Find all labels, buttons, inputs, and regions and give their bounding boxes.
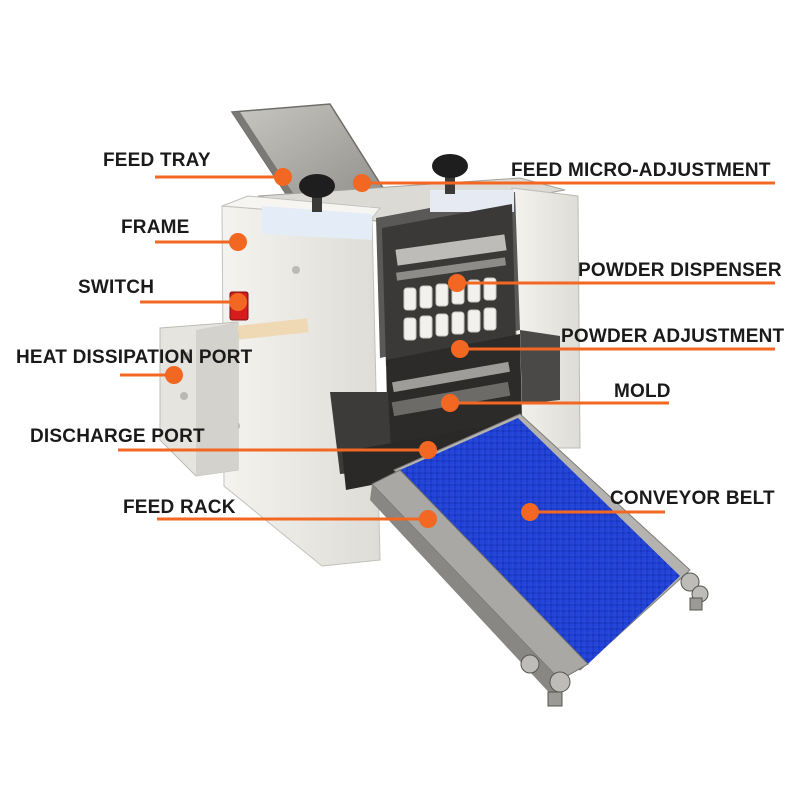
callout-switch: SWITCH bbox=[78, 277, 155, 298]
callout-discharge-port: DISCHARGE PORT bbox=[30, 426, 205, 447]
switch-shape bbox=[229, 291, 249, 321]
callout-feed-rack: FEED RACK bbox=[123, 497, 236, 518]
callout-feed-tray: FEED TRAY bbox=[103, 150, 211, 171]
callout-powder-dispenser: POWDER DISPENSER bbox=[578, 260, 782, 281]
callout-frame: FRAME bbox=[121, 217, 190, 238]
side-box bbox=[159, 318, 309, 477]
callout-feed-micro-adjustment: FEED MICRO-ADJUSTMENT bbox=[511, 160, 771, 181]
callout-heat-dissipation-port: HEAT DISSIPATION PORT bbox=[16, 347, 253, 368]
callout-powder-adjustment: POWDER ADJUSTMENT bbox=[561, 326, 785, 347]
callout-conveyor-belt: CONVEYOR BELT bbox=[610, 488, 775, 509]
frame-body bbox=[221, 195, 381, 567]
callout-mold: MOLD bbox=[614, 381, 671, 402]
conveyor bbox=[370, 413, 709, 707]
knobs bbox=[299, 154, 468, 212]
